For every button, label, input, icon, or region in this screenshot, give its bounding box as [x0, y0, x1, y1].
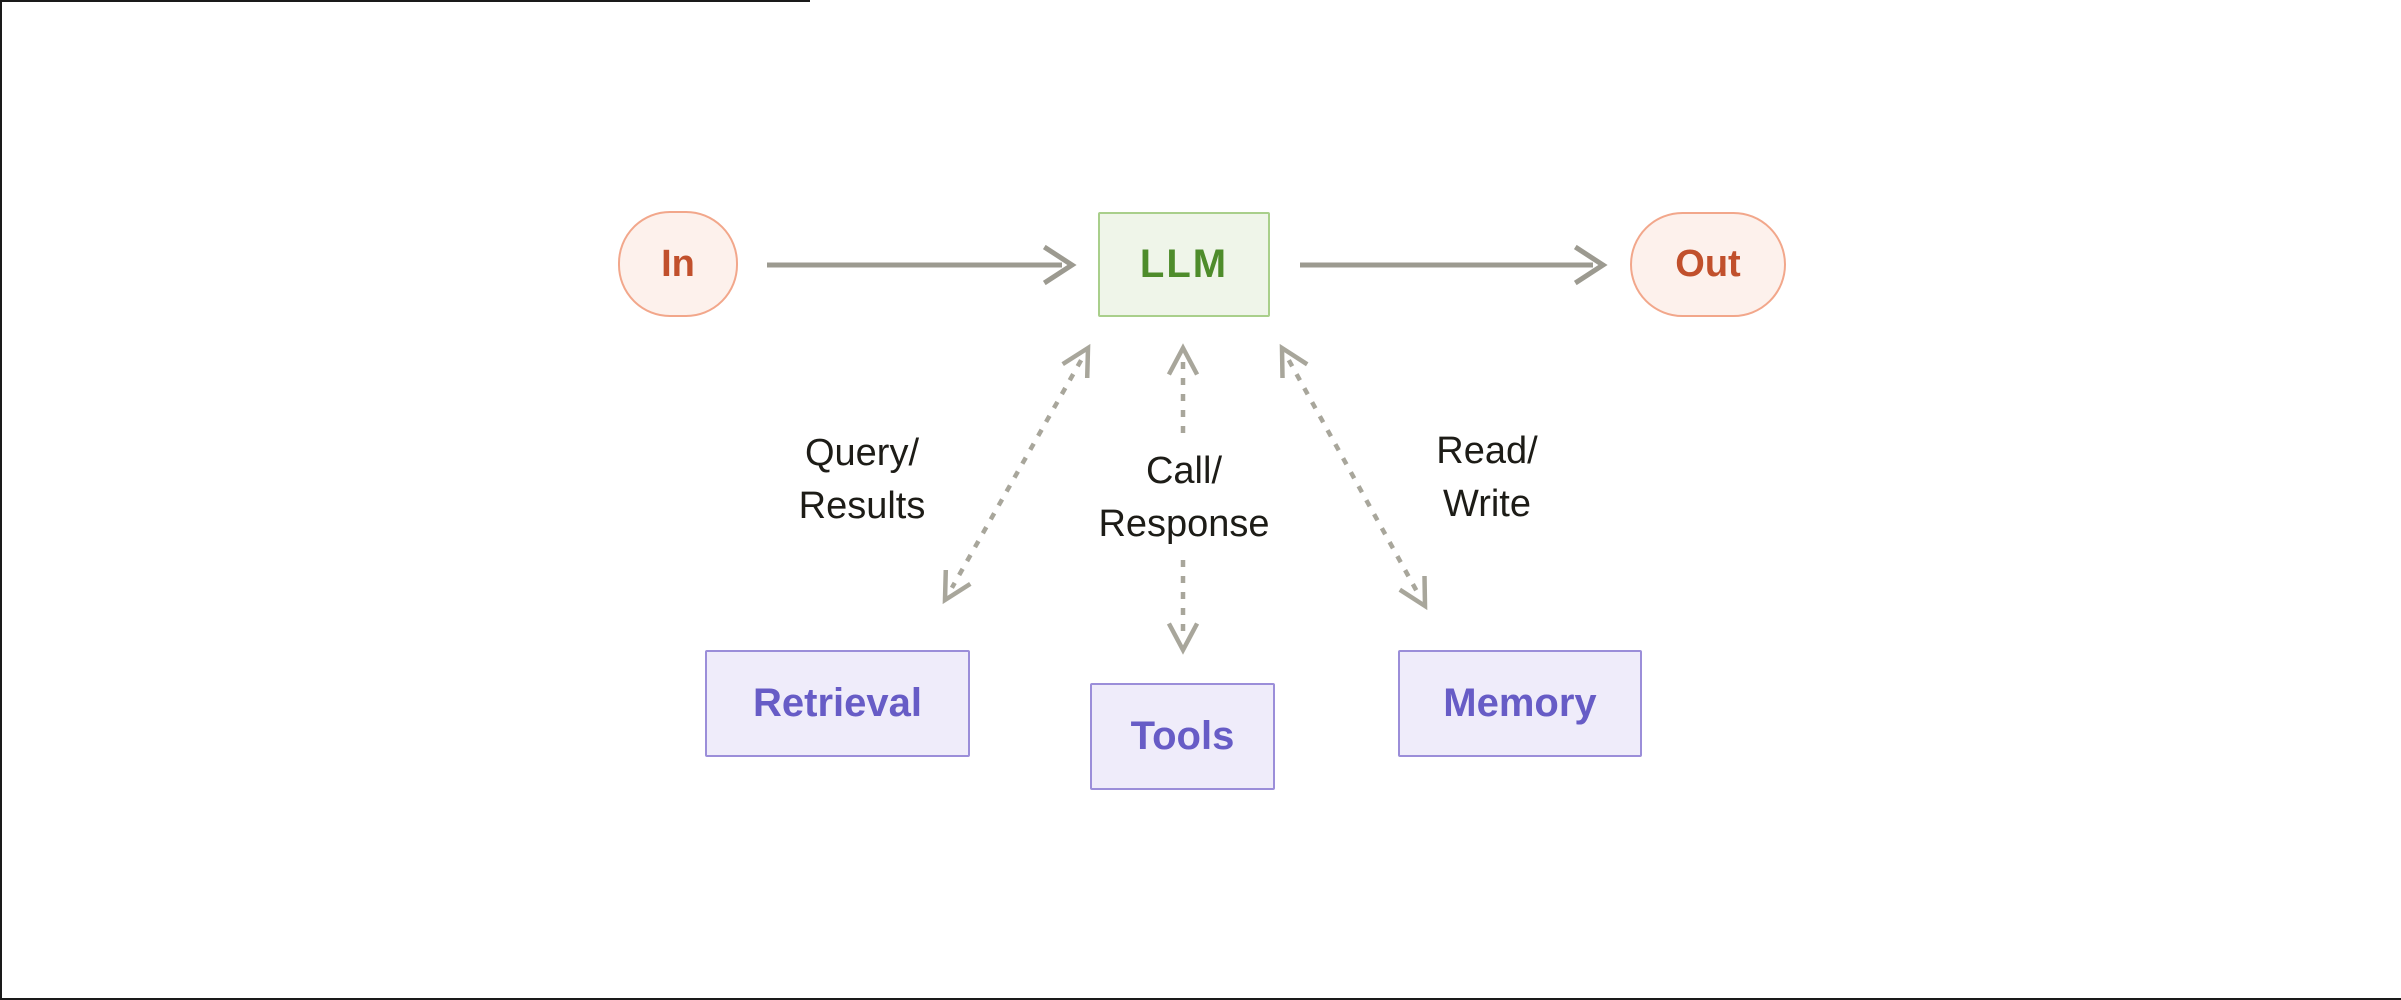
screen-edge-bottom — [0, 998, 2401, 1000]
screen-edge-left — [0, 0, 2, 1000]
node-memory: Memory — [1398, 650, 1642, 757]
node-in: In — [618, 211, 738, 317]
arrow-in-to-llm — [767, 244, 1077, 286]
edge-label-call-response: Call/ Response — [1098, 450, 1270, 545]
arrow-llm-tools — [1166, 343, 1200, 655]
arrow-llm-retrieval — [942, 343, 1091, 605]
node-out: Out — [1630, 212, 1786, 317]
arrow-llm-to-out — [1300, 244, 1608, 286]
edge-label-query-results: Query/ Results — [798, 432, 926, 527]
node-retrieval: Retrieval — [705, 650, 970, 757]
node-tools: Tools — [1090, 683, 1275, 790]
edge-label-read-write: Read/ Write — [1436, 430, 1538, 525]
arrow-llm-memory — [1279, 343, 1428, 611]
screen-edge-top — [0, 0, 810, 2]
node-llm: LLM — [1098, 212, 1270, 317]
